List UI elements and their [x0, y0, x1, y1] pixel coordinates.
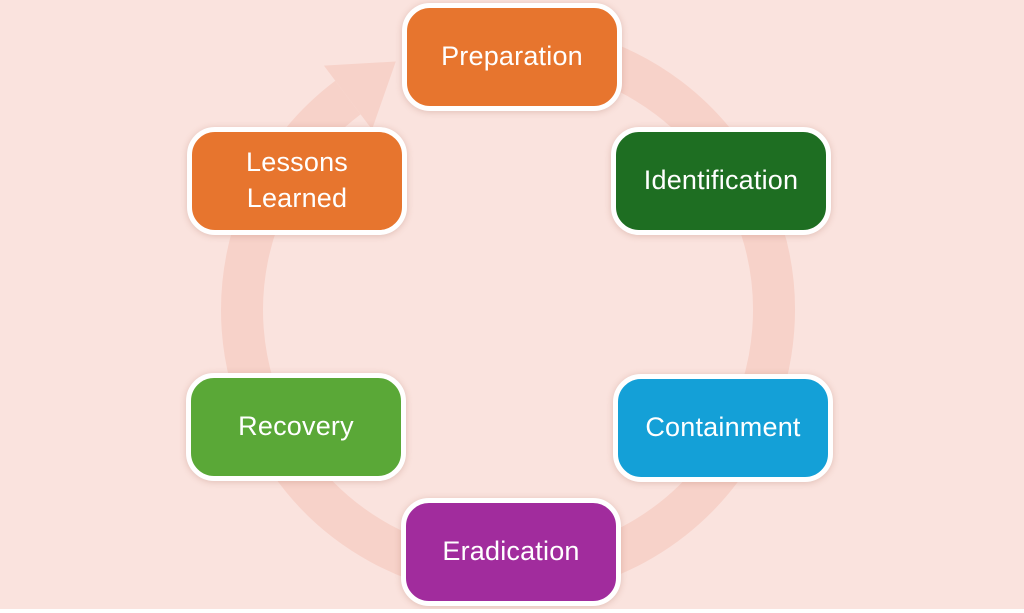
stage-containment: Containment: [613, 374, 833, 482]
stage-preparation: Preparation: [402, 3, 622, 111]
bottom-edge-strip: [0, 609, 1024, 613]
stage-eradication-label: Eradication: [442, 536, 580, 567]
stage-identification: Identification: [611, 127, 831, 235]
stage-recovery-label: Recovery: [238, 411, 354, 442]
stage-lessons-learned-label: Lessons Learned: [246, 147, 348, 213]
stage-eradication: Eradication: [401, 498, 621, 606]
stage-lessons-learned: Lessons Learned: [187, 127, 407, 235]
ring-arc: [221, 23, 795, 597]
stage-identification-label: Identification: [643, 165, 799, 196]
stage-recovery: Recovery: [186, 373, 406, 481]
stage-containment-label: Containment: [645, 412, 801, 443]
ring-arrowhead-icon: [323, 61, 396, 130]
stage-preparation-label: Preparation: [441, 41, 583, 72]
